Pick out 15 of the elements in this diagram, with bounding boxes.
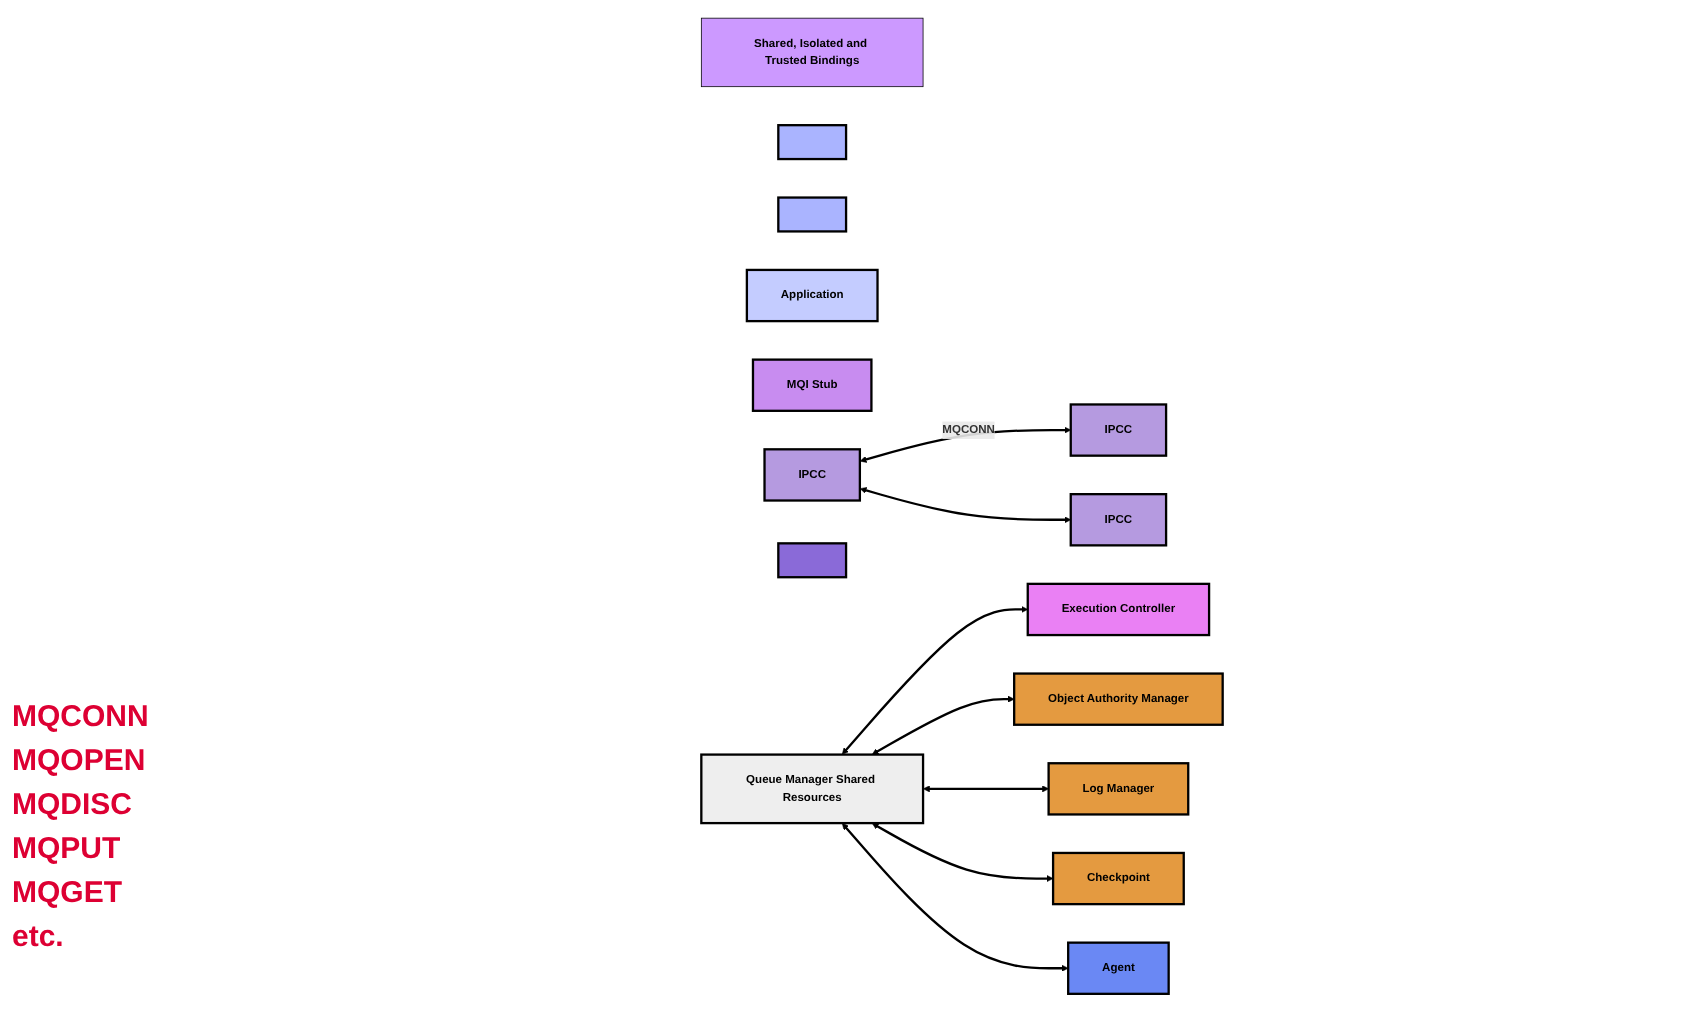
node-box [777,542,848,579]
api-call-label: MQCONN [12,698,151,738]
arrow [871,695,1015,755]
api-call-label: etc. [12,918,66,958]
arrow [841,606,1029,755]
arrow [923,785,1049,793]
node-box [777,196,848,233]
arrow [859,487,1072,524]
api-call-label: MQOPEN [12,742,148,782]
arrow [871,822,1054,882]
api-call-label: MQDISC [12,786,134,826]
node-box [777,124,848,161]
api-call-label: MQPUT [12,830,123,870]
api-call-label: MQGET [12,874,124,914]
arrow [841,823,1069,972]
